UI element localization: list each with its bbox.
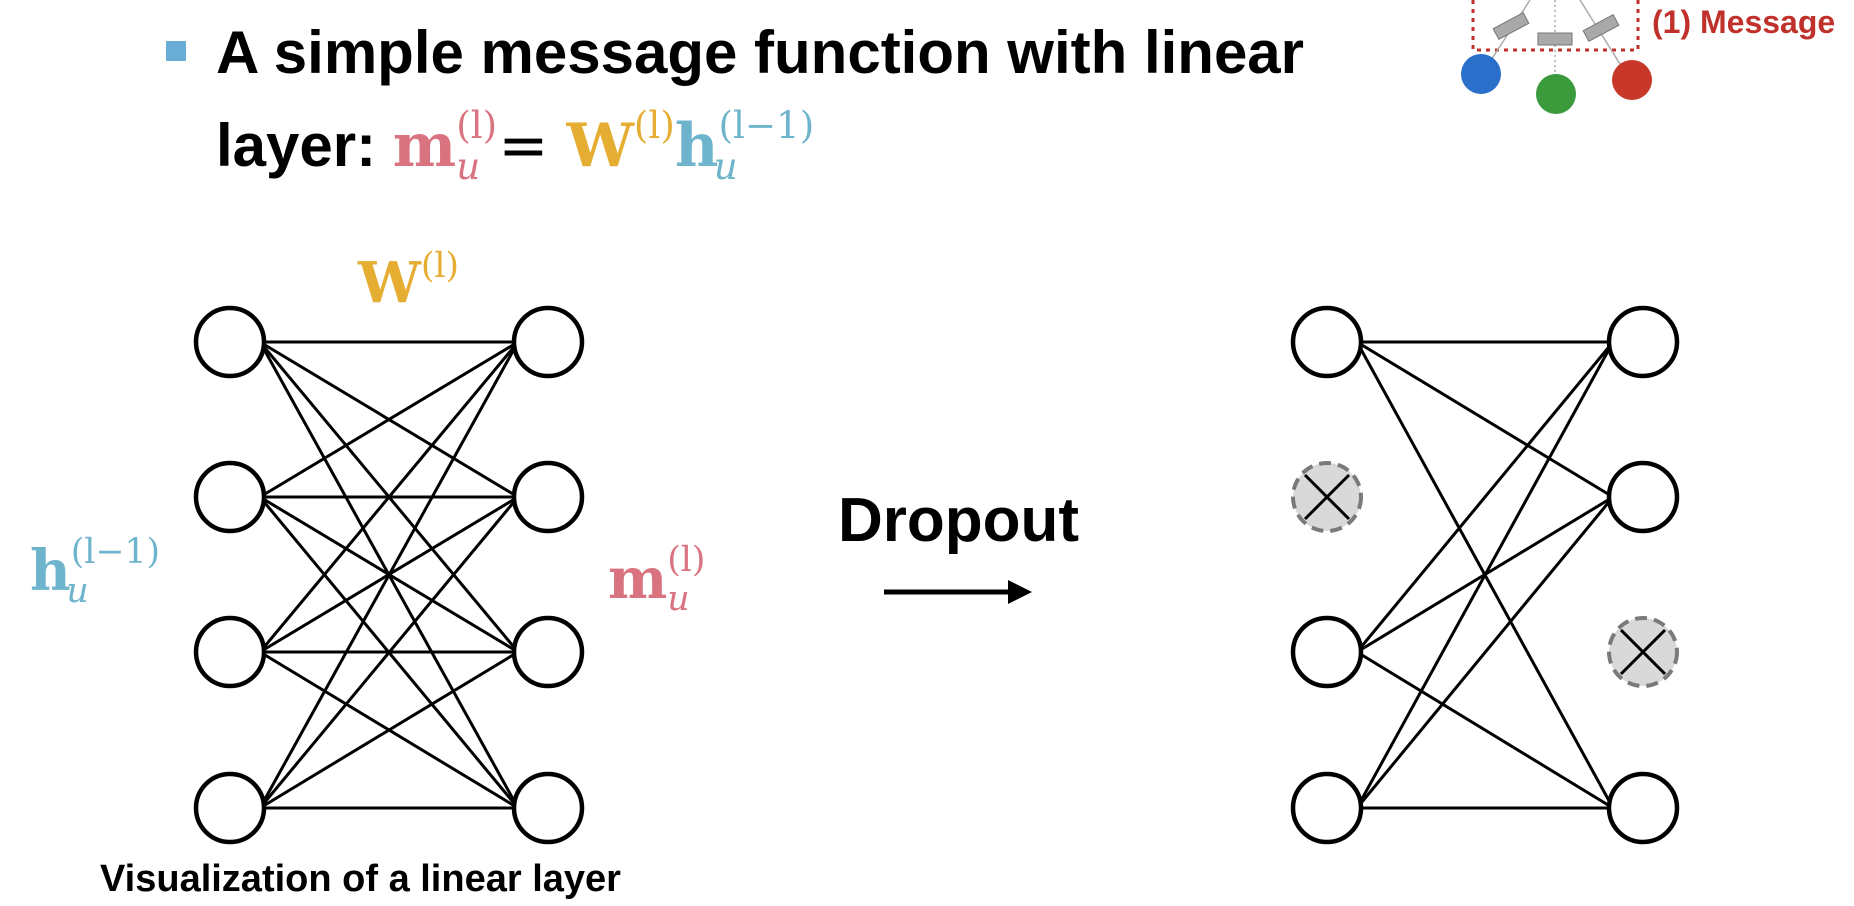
- input-neuron: [193, 305, 267, 379]
- connection-edge: [258, 341, 520, 809]
- output-neuron: [1606, 460, 1680, 534]
- output-label-sub: u: [667, 579, 690, 620]
- cross-mark: [1619, 628, 1667, 676]
- bullet-line-1: A simple message function with linear: [216, 19, 1305, 86]
- inset-node-red: [1612, 60, 1652, 100]
- output-neuron: [1606, 305, 1680, 379]
- formula-h-sub: u: [713, 144, 738, 188]
- connection-edge: [1355, 341, 1615, 809]
- inset-message-box: [1582, 14, 1620, 42]
- bullet-line-2: layer: m(l)u=W(l)h(l−1)u: [216, 103, 814, 188]
- output-dropped-neuron: [1607, 616, 1679, 688]
- input-neuron: [1290, 615, 1364, 689]
- output-neuron: [511, 305, 585, 379]
- connection-edge: [258, 341, 520, 653]
- inset-dashed-box: [1471, 0, 1640, 52]
- input-label-h: h: [30, 538, 71, 604]
- output-label-m: m: [608, 546, 668, 612]
- dropout-network-nodes: [1290, 305, 1680, 845]
- output-neuron: [1606, 771, 1680, 845]
- input-neuron: [1290, 305, 1364, 379]
- output-label-sup: (l): [667, 540, 706, 581]
- dropout-network: [1290, 305, 1680, 845]
- dropout-label: Dropout: [838, 486, 1080, 555]
- weight-label-sup: (l): [420, 246, 460, 287]
- input-neuron: [193, 615, 267, 689]
- inset-node-green: [1536, 74, 1576, 114]
- formula-hidden: h(l−1)u: [674, 103, 814, 188]
- message-inset: [1461, 0, 1652, 114]
- connection-edge: [1356, 340, 1614, 499]
- connection-edge: [1355, 496, 1615, 809]
- output-label: m(l)u: [608, 540, 705, 620]
- weight-label-W: W: [358, 250, 421, 316]
- formula-equals: =: [498, 111, 549, 181]
- input-neuron: [193, 460, 267, 534]
- formula-W-sup: (l): [633, 102, 675, 147]
- inset-node-blue: [1461, 54, 1501, 94]
- linear-layer-edges: [258, 340, 520, 810]
- formula-W: W: [566, 111, 634, 181]
- connection-edge: [1355, 341, 1615, 653]
- formula-m-sup: (l): [456, 102, 498, 147]
- formula-h: h: [674, 111, 719, 181]
- output-neuron: [511, 615, 585, 689]
- connection-edge: [259, 650, 519, 810]
- input-dropped-neuron: [1291, 461, 1363, 533]
- linear-layer-network: [193, 305, 585, 845]
- cross-mark: [1303, 473, 1351, 521]
- input-neuron: [1290, 771, 1364, 845]
- input-neuron: [193, 771, 267, 845]
- output-neuron: [511, 460, 585, 534]
- bullet-line-2-prefix: layer:: [216, 112, 393, 179]
- bullet-marker: [166, 41, 186, 61]
- weight-label: W(l): [358, 246, 459, 316]
- dropout-network-edges: [1355, 340, 1615, 810]
- formula-message: m(l)u: [392, 103, 497, 188]
- inset-message-box: [1537, 32, 1573, 46]
- connection-edge: [258, 496, 520, 809]
- input-label-sub: u: [66, 571, 89, 612]
- input-label: h(l−1)u: [30, 532, 160, 612]
- message-step-label: (1) Message: [1652, 4, 1836, 40]
- diagram-caption: Visualization of a linear layer: [100, 858, 621, 900]
- linear-layer-nodes: [193, 305, 585, 845]
- connection-edge: [259, 340, 519, 499]
- input-label-sup: (l−1): [70, 532, 161, 573]
- connection-edge: [1356, 650, 1614, 810]
- formula-m: m: [392, 111, 457, 181]
- dropout-arrow: [884, 580, 1032, 604]
- formula-m-sub: u: [456, 144, 481, 188]
- formula-weight: W(l): [566, 103, 675, 181]
- inset-message-box: [1492, 12, 1530, 40]
- formula-h-sup: (l−1): [718, 102, 815, 147]
- output-neuron: [511, 771, 585, 845]
